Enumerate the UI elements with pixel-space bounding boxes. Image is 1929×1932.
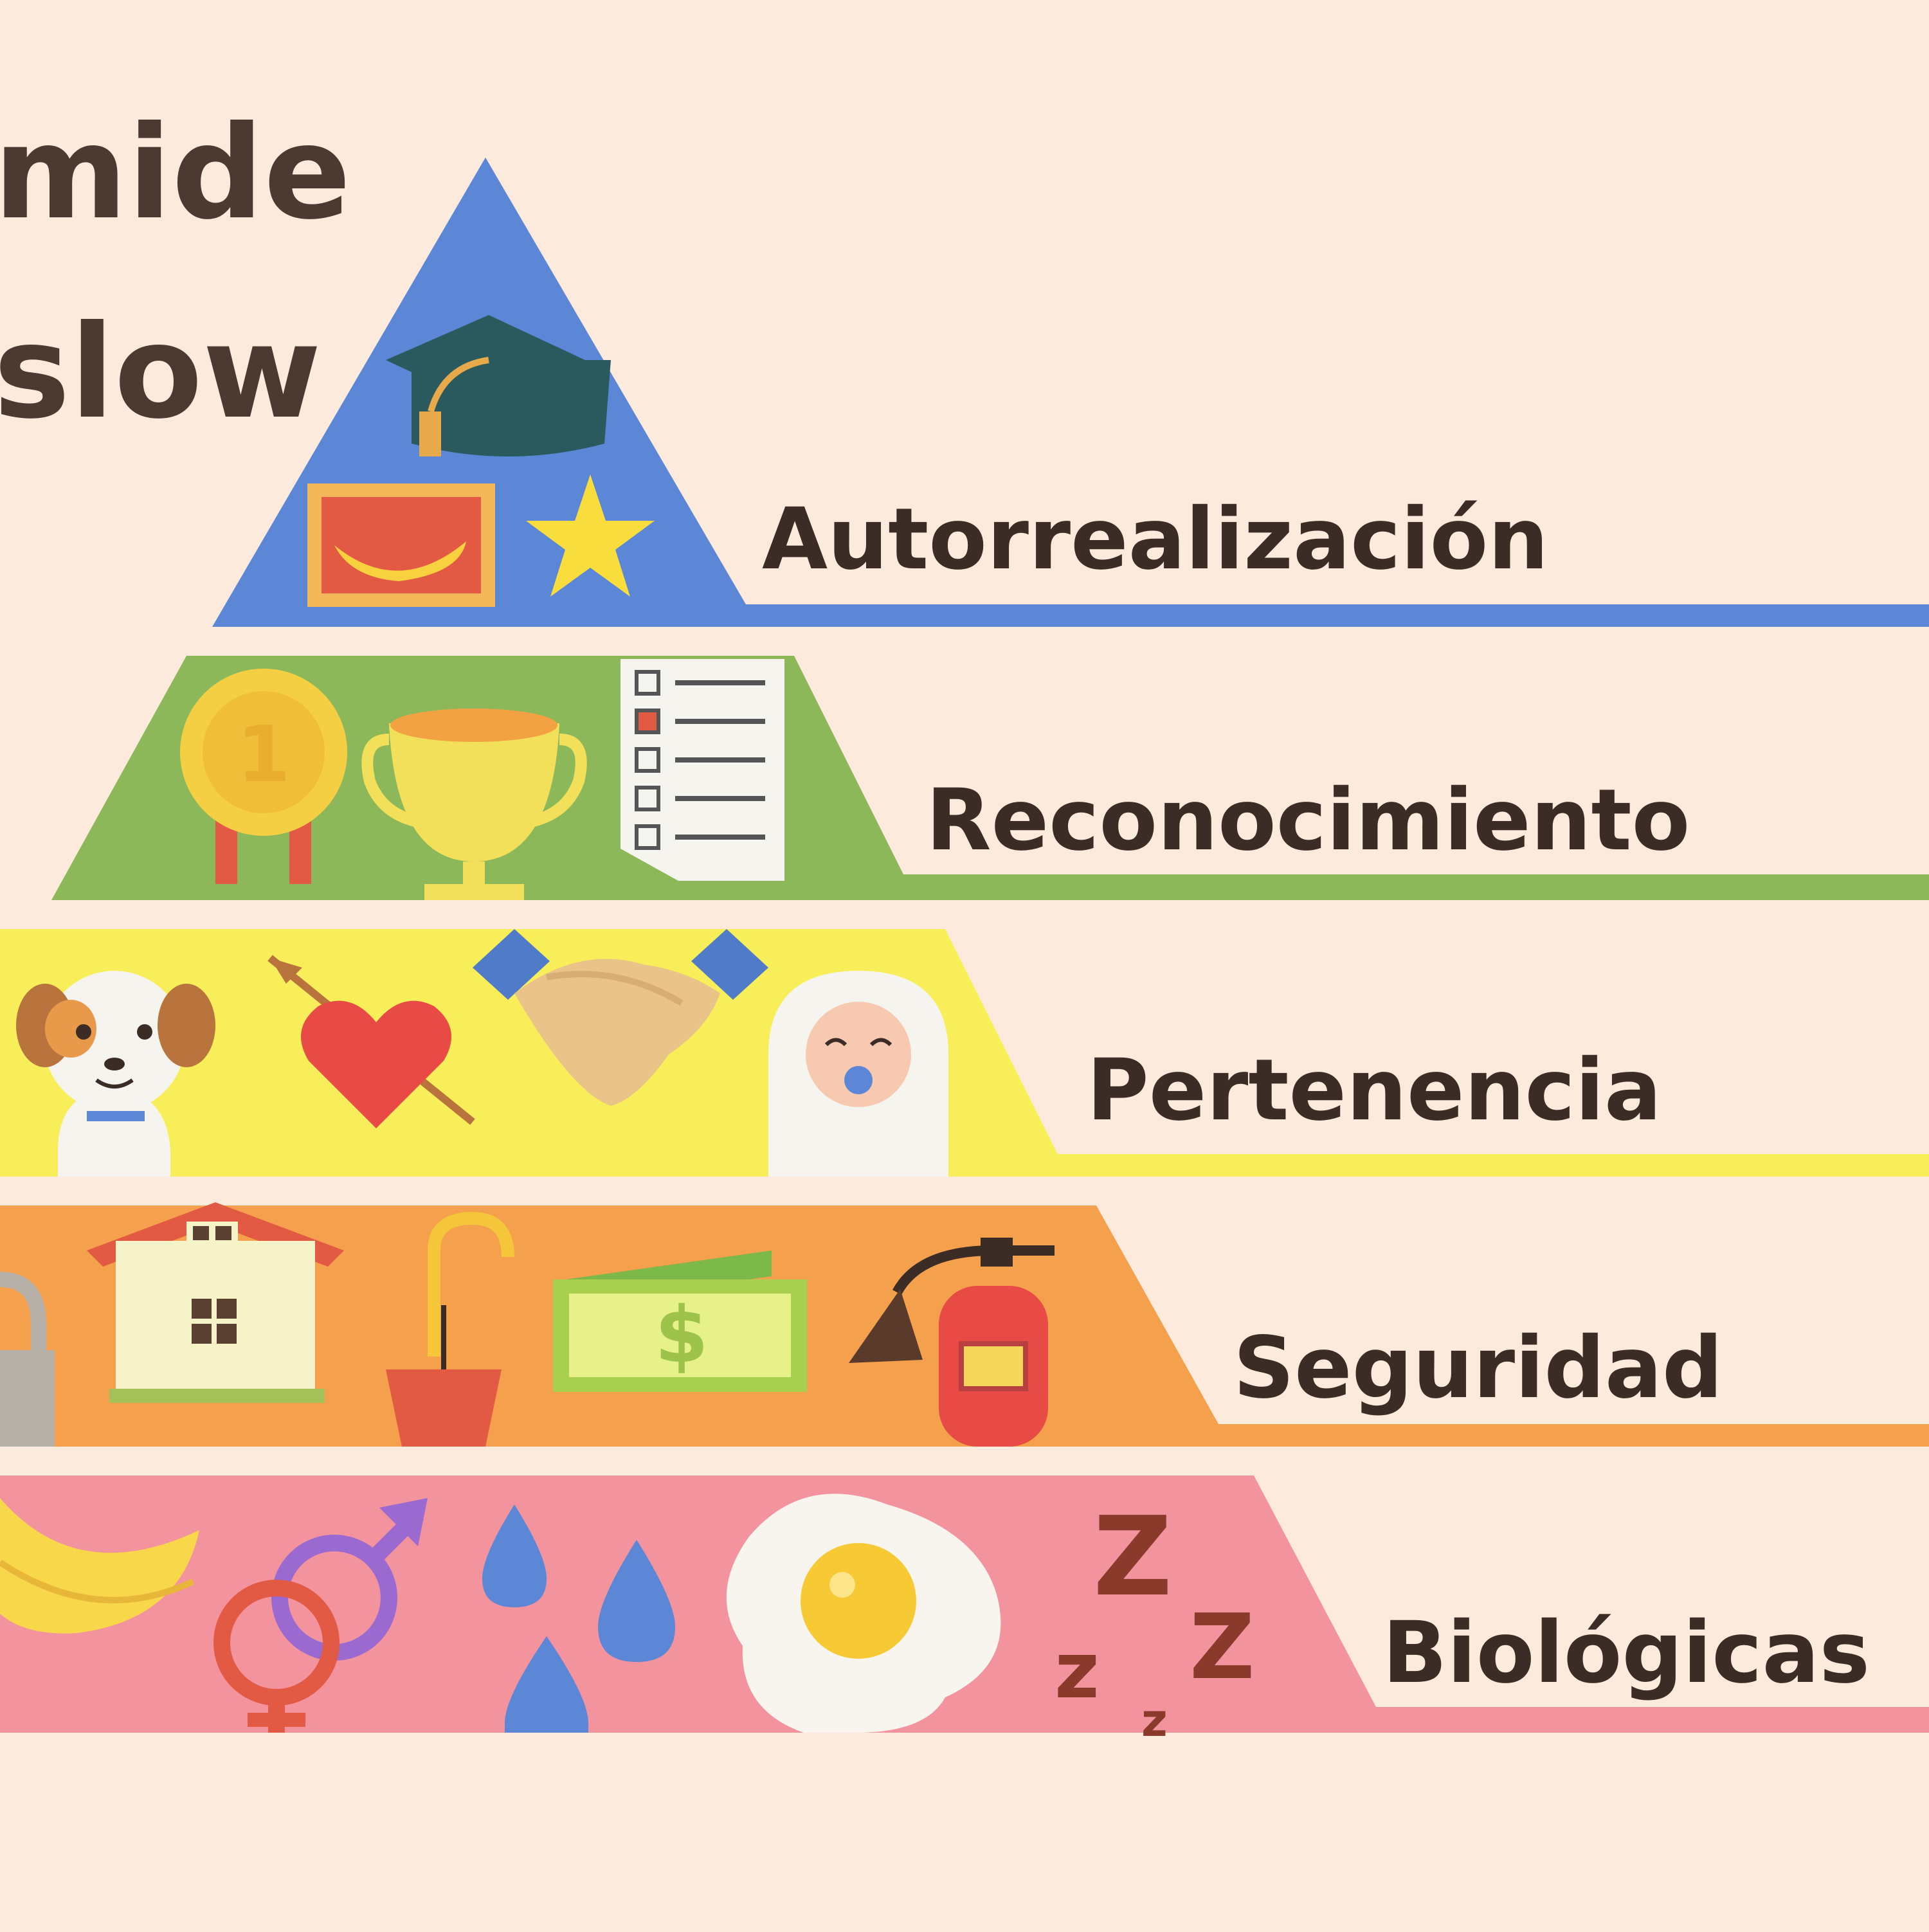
diagram-title-line-2: slow bbox=[0, 298, 322, 447]
dog-icon bbox=[16, 971, 215, 1177]
gender-symbols-icon bbox=[213, 1498, 428, 1733]
level-label-autorrealizacion: Autorrealización bbox=[762, 490, 1549, 589]
fried-egg-icon bbox=[726, 1494, 1001, 1733]
sleep-zzz-icon: Z Z z z bbox=[1055, 1494, 1255, 1747]
level-biologicas: Z Z z z bbox=[0, 1476, 1929, 1747]
medal-icon: 1 bbox=[180, 669, 347, 884]
level-label-biologicas: Biológicas bbox=[1382, 1603, 1870, 1702]
sleep-letter-3: z bbox=[1055, 1627, 1100, 1716]
level-label-reconocimiento: Reconocimiento bbox=[926, 771, 1690, 870]
padlock-icon bbox=[0, 1272, 55, 1447]
level-pertenencia bbox=[0, 929, 1929, 1177]
level-seguridad: $ bbox=[0, 1202, 1929, 1447]
level-autorrealizacion-band bbox=[212, 158, 1929, 627]
umbrella-icon bbox=[386, 1211, 514, 1447]
water-drops-icon bbox=[482, 1504, 675, 1733]
trophy-icon bbox=[361, 709, 587, 900]
baby-icon bbox=[768, 971, 948, 1177]
sleep-letter-2: Z bbox=[1190, 1595, 1255, 1700]
level-pertenencia-band bbox=[0, 929, 1929, 1177]
level-reconocimiento: 1 bbox=[51, 656, 1929, 900]
banana-box-icon bbox=[307, 483, 495, 607]
heart-arrow-icon bbox=[267, 955, 475, 1128]
sleep-letter-4: z bbox=[1141, 1694, 1168, 1747]
banknote-symbol: $ bbox=[655, 1291, 709, 1380]
level-autorrealizacion bbox=[212, 158, 1929, 627]
house-icon bbox=[87, 1202, 344, 1403]
medal-number: 1 bbox=[237, 710, 291, 800]
handshake-icon bbox=[473, 929, 768, 1106]
fire-extinguisher-icon bbox=[849, 1238, 1055, 1447]
diagram-title-line-1: mide bbox=[0, 98, 351, 248]
sleep-letter-1: Z bbox=[1093, 1494, 1172, 1621]
level-label-pertenencia: Pertenencia bbox=[1087, 1041, 1662, 1140]
graduation-cap-icon bbox=[386, 315, 611, 456]
level-label-seguridad: Seguridad bbox=[1233, 1319, 1723, 1418]
banana-icon bbox=[0, 1498, 199, 1634]
checklist-icon bbox=[620, 659, 784, 881]
star-icon bbox=[526, 474, 655, 597]
banknote-icon: $ bbox=[553, 1250, 807, 1392]
